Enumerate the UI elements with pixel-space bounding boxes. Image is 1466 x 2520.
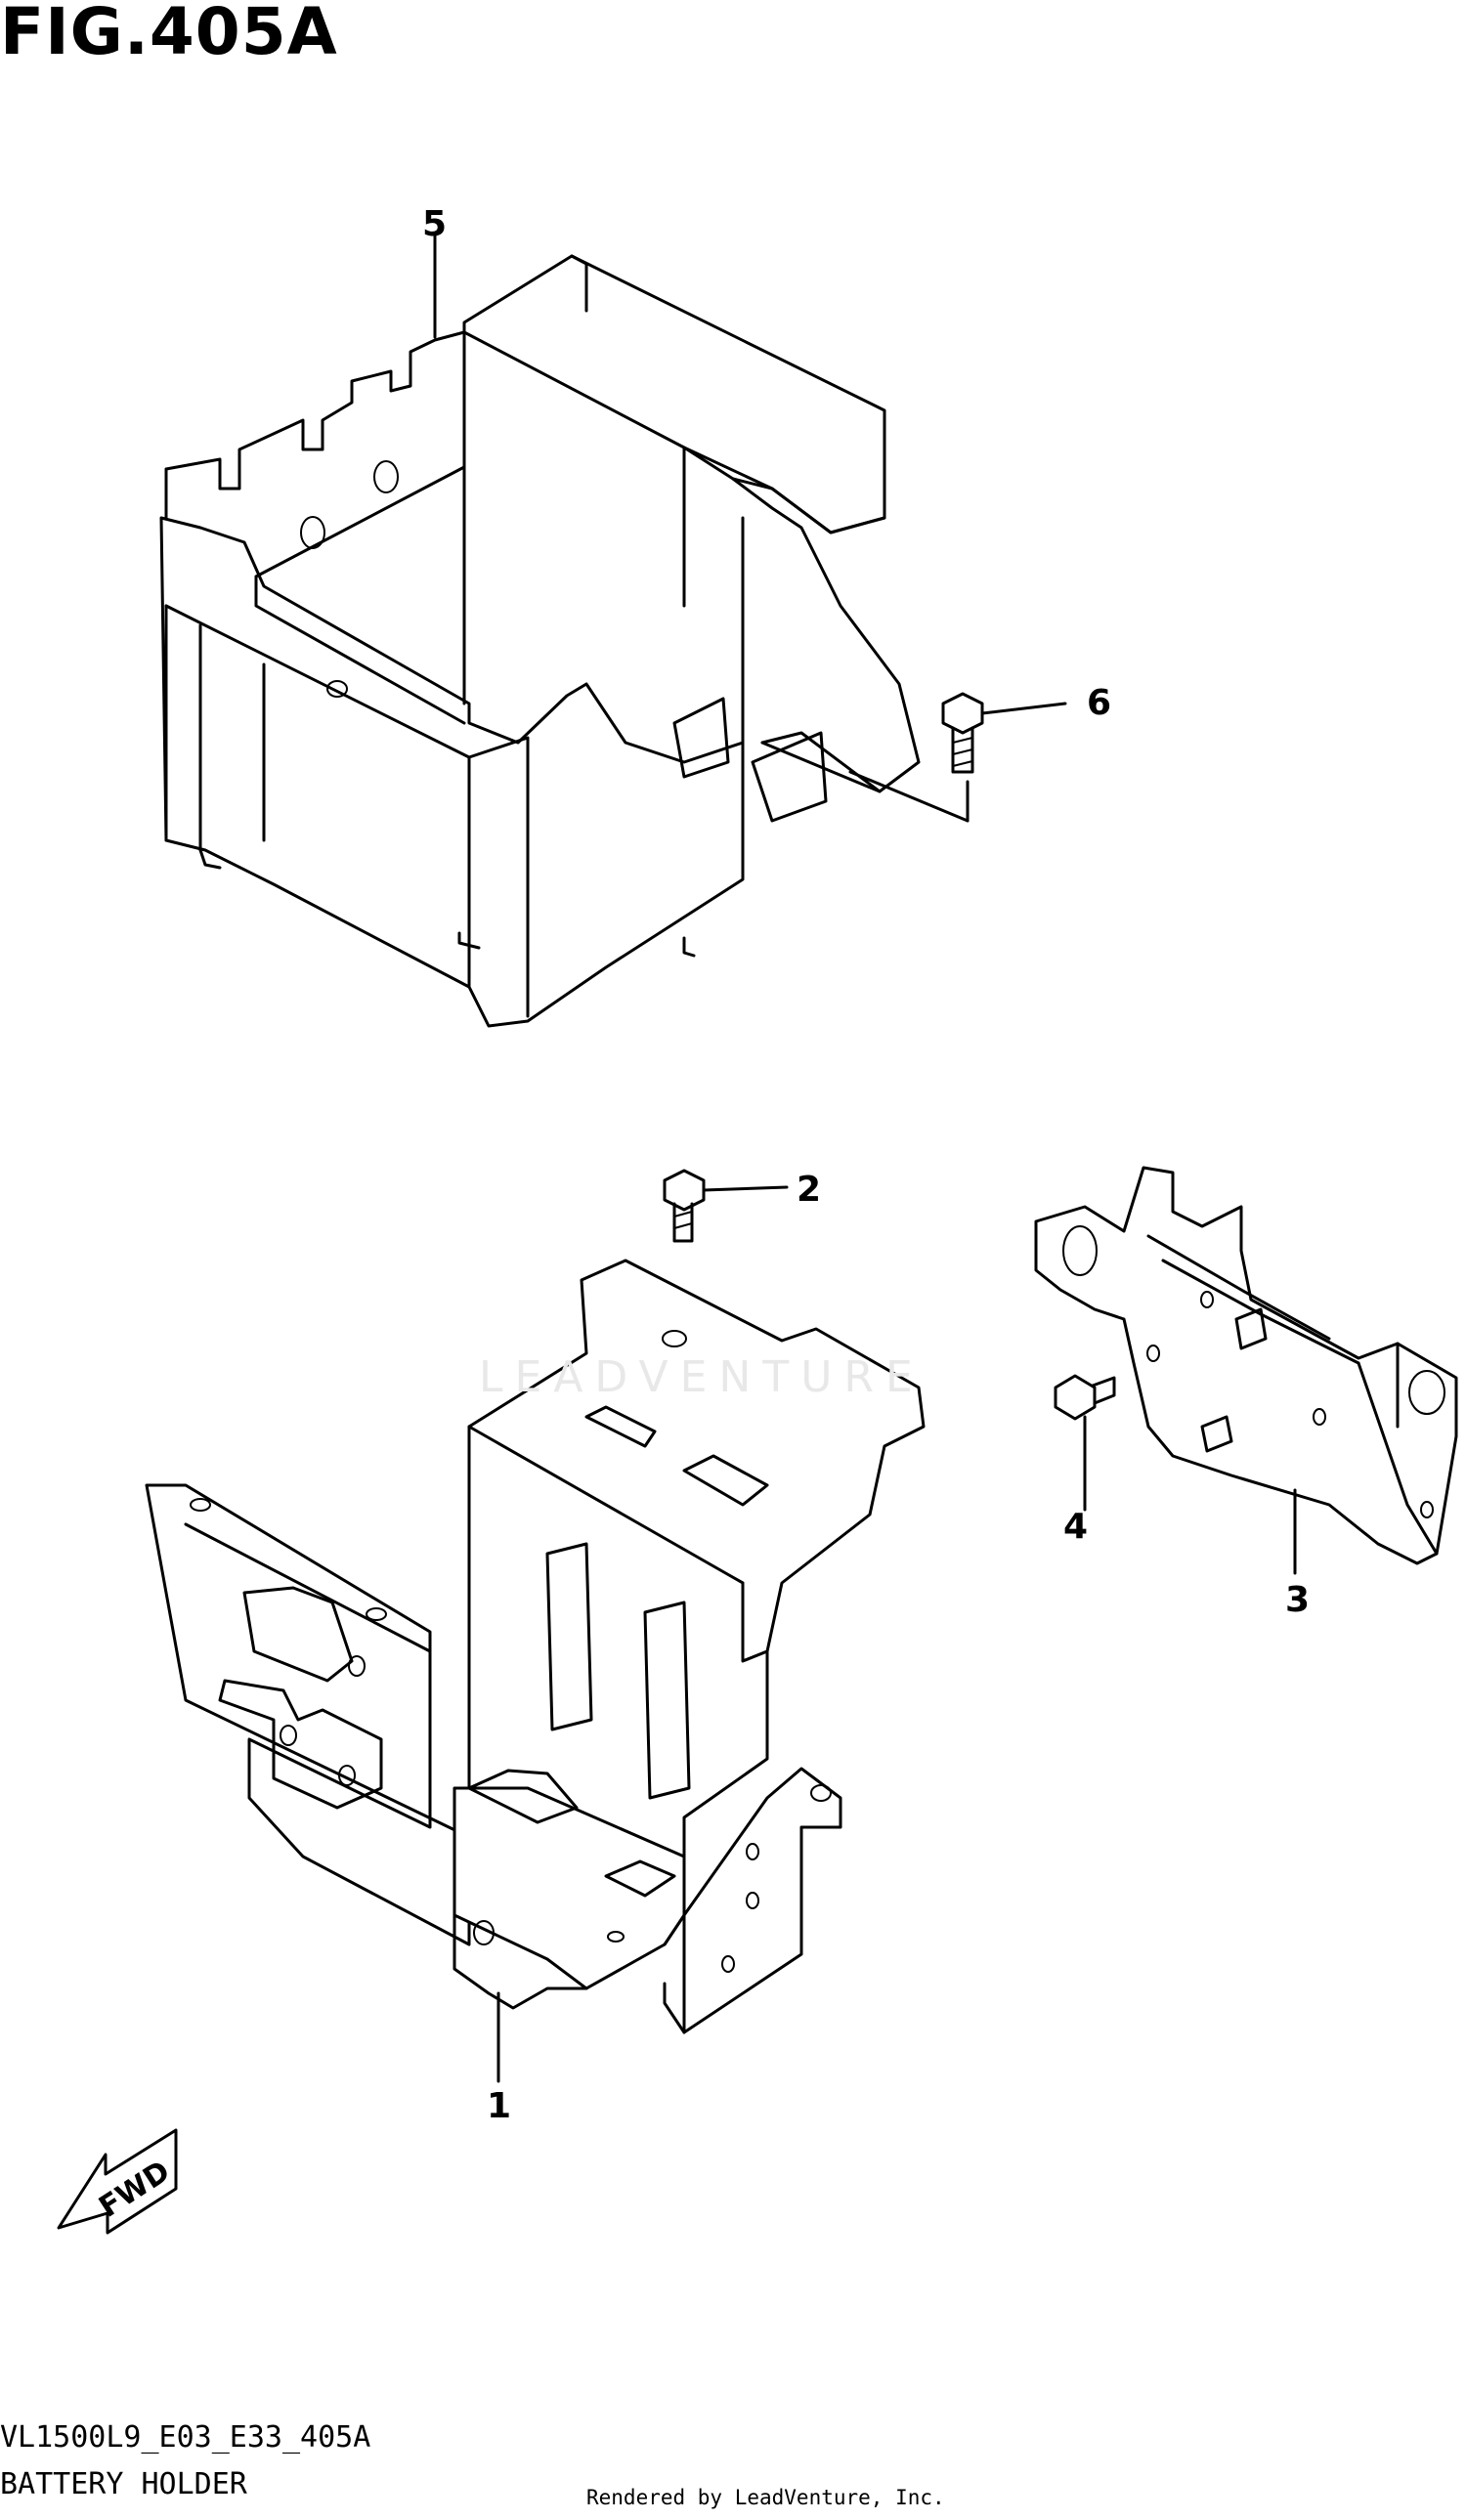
figure-title: FIG.405A	[0, 0, 338, 69]
battery-holder-bracket[interactable]	[145, 1259, 926, 2083]
bolt-upper[interactable]	[663, 1169, 789, 1243]
model-code: VL1500L9_E03_E33_405A	[0, 2420, 371, 2455]
callout-2[interactable]: 2	[797, 1170, 822, 1210]
bolt-case[interactable]	[848, 692, 1067, 823]
rendered-by: Rendered by LeadVenture, Inc.	[586, 2486, 945, 2509]
fwd-arrow: FWD	[57, 2128, 178, 2235]
watermark: LEADVENTURE	[479, 1352, 925, 1402]
callout-5[interactable]: 5	[422, 204, 448, 244]
battery-case[interactable]	[159, 233, 921, 1028]
callout-4[interactable]: 4	[1063, 1507, 1089, 1547]
callout-6[interactable]: 6	[1087, 683, 1112, 723]
callout-3[interactable]: 3	[1285, 1580, 1311, 1620]
side-bracket[interactable]	[1034, 1166, 1458, 1575]
bolt-side[interactable]	[1054, 1374, 1116, 1512]
section-title: BATTERY HOLDER	[0, 2467, 247, 2501]
callout-1[interactable]: 1	[487, 2086, 512, 2126]
